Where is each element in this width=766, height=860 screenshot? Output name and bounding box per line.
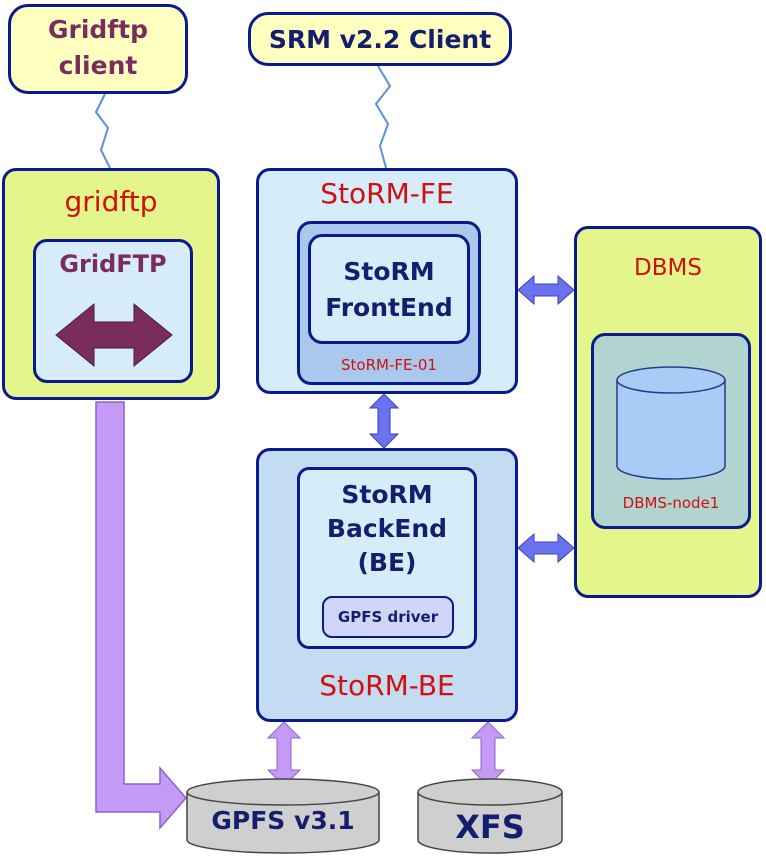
storm-backend-line1: StoRM xyxy=(341,480,433,509)
be-gpfs-arrow xyxy=(266,721,302,787)
database-cylinder-icon xyxy=(616,366,726,480)
srm-client-callout: SRM v2.2 Client xyxy=(248,12,512,66)
gridftp-client-line1: Gridftp xyxy=(47,15,149,44)
gridftp-node-title: gridftp xyxy=(64,185,158,218)
storm-fe-host-box: StoRM FrontEnd StoRM-FE-01 xyxy=(297,221,481,385)
storm-fe-node: StoRM-FE StoRM FrontEnd StoRM-FE-01 xyxy=(256,168,518,394)
gpfs-driver-label: GPFS driver xyxy=(337,608,439,626)
gridftp-client-callout: Gridftp client xyxy=(8,4,188,94)
storm-frontend-service-box: StoRM FrontEnd xyxy=(308,234,470,344)
storm-frontend-line1: StoRM xyxy=(343,257,435,286)
gridftp-service-label: GridFTP xyxy=(59,250,167,278)
storm-fe-host-label: StoRM-FE-01 xyxy=(341,356,437,374)
xfs-disk-icon xyxy=(417,778,563,854)
be-xfs-arrow xyxy=(470,721,506,787)
fe-dbms-arrow xyxy=(517,274,575,306)
gpfs-disk-label: GPFS v3.1 xyxy=(211,806,355,835)
storm-backend-line2: BackEnd xyxy=(326,514,448,543)
storm-be-title: StoRM-BE xyxy=(319,669,455,702)
gridftp-client-line2: client xyxy=(58,51,138,80)
dbms-title: DBMS xyxy=(634,255,702,281)
storm-backend-line3: (BE) xyxy=(357,548,417,577)
storm-backend-service-box: StoRM BackEnd (BE) GPFS driver xyxy=(297,467,477,649)
storm-be-node: StoRM BackEnd (BE) GPFS driver StoRM-BE xyxy=(256,448,518,722)
gpfs-driver-box: GPFS driver xyxy=(322,596,454,638)
dbms-host-box: DBMS-node1 xyxy=(591,333,751,529)
dbms-node: DBMS DBMS-node1 xyxy=(574,226,762,598)
storm-fe-title: StoRM-FE xyxy=(320,177,454,210)
srm-client-label: SRM v2.2 Client xyxy=(268,25,492,54)
xfs-disk-label: XFS xyxy=(455,808,525,846)
dbms-host-label: DBMS-node1 xyxy=(622,494,720,512)
storm-frontend-line2: FrontEnd xyxy=(325,293,453,322)
gridftp-client-link xyxy=(94,93,111,169)
gridftp-to-gpfs-arrow xyxy=(95,401,187,831)
gridftp-service-box: GridFTP xyxy=(33,239,193,383)
gridftp-node: gridftp GridFTP xyxy=(2,168,220,400)
be-dbms-arrow xyxy=(517,532,575,564)
gpfs-disk-icon xyxy=(186,778,380,854)
srm-client-link xyxy=(374,65,392,169)
fe-be-arrow xyxy=(368,393,400,449)
transfer-double-arrow-icon xyxy=(55,302,173,368)
